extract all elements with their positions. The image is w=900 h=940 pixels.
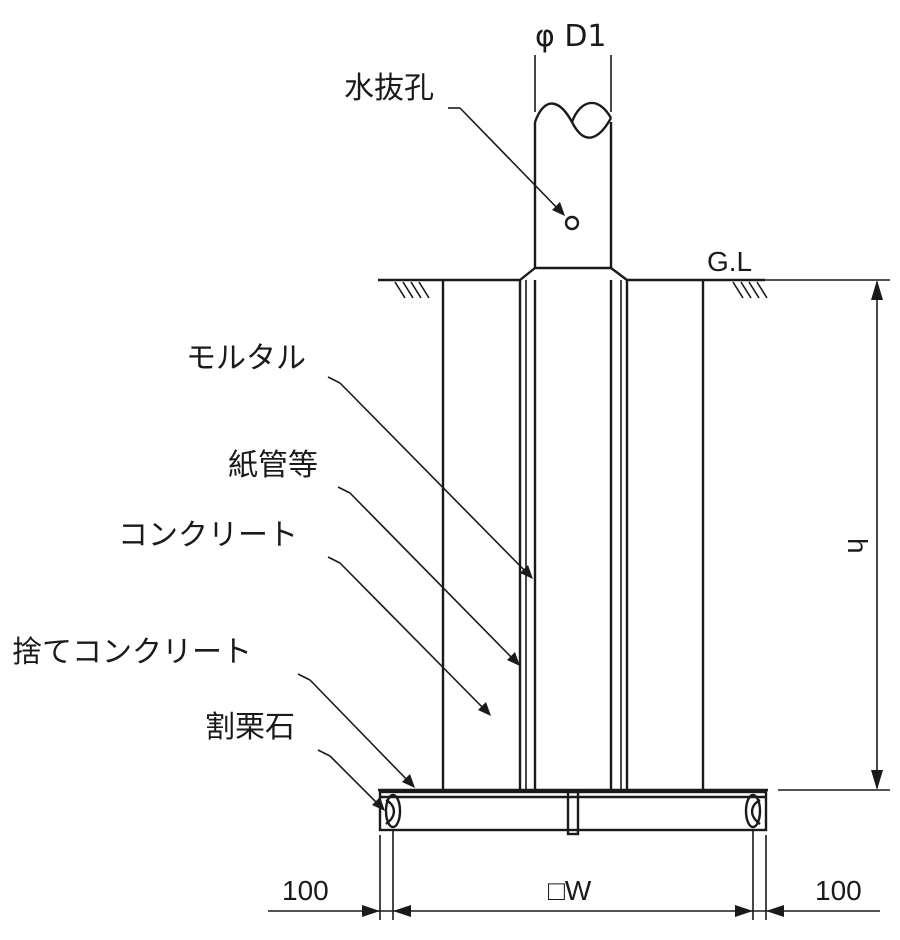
leader-lean-concrete (297, 673, 415, 788)
paper-tube-lines (518, 280, 629, 790)
height-dimension (778, 280, 890, 791)
paper-tube-label: 紙管等 (228, 448, 318, 483)
leader-concrete (327, 556, 491, 716)
crushed-stone-label: 割栗石 (205, 710, 295, 745)
post-embedded (533, 280, 613, 790)
right-margin-label: 100 (815, 875, 862, 906)
leader-paper-tube (337, 486, 520, 666)
ground-level-label: G.L (707, 246, 752, 277)
ground-line (378, 278, 890, 299)
leader-crushed-stone (317, 749, 385, 811)
concrete-foundation (441, 280, 705, 790)
leader-weep-hole (448, 107, 565, 216)
diameter-extension-lines (534, 55, 612, 112)
weep-hole-label: 水抜孔 (344, 71, 434, 106)
height-label: h (842, 538, 873, 554)
leader-mortar (327, 376, 533, 579)
base-layers (378, 788, 768, 836)
mortar-label: モルタル (186, 341, 306, 376)
post-pipe (519, 101, 628, 281)
left-margin-label: 100 (282, 875, 329, 906)
diameter-label: φ D1 (535, 19, 607, 54)
width-label: □W (548, 875, 592, 906)
weep-hole-circle (564, 215, 580, 231)
concrete-label: コンクリート (118, 518, 298, 553)
width-dimension (268, 830, 880, 920)
lean-concrete-label: 捨てコンクリート (12, 635, 252, 670)
